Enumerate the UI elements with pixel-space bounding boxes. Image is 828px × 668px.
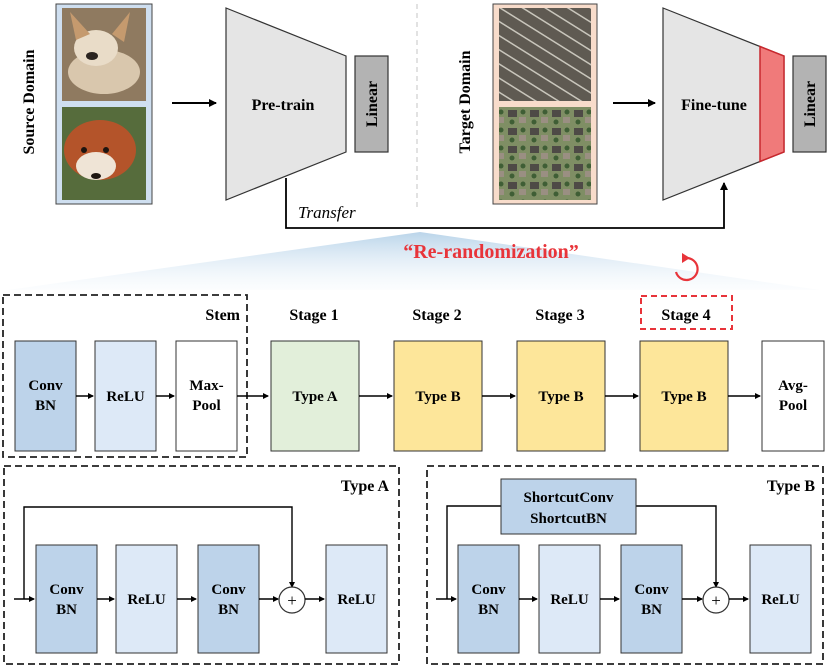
type-a-conv2-block bbox=[197, 544, 260, 654]
aerial-road-photo bbox=[499, 8, 591, 101]
linear-head-right bbox=[792, 55, 827, 153]
avg-label: Avg- bbox=[778, 378, 808, 394]
type-a-relu1-block bbox=[115, 544, 178, 654]
type-b-add-node bbox=[702, 586, 730, 614]
type-b-relu1-block bbox=[538, 544, 601, 654]
transfer-arrow bbox=[285, 178, 728, 229]
finetune-label: Fine-tune bbox=[681, 97, 747, 114]
stem-conv-label: Conv bbox=[28, 378, 63, 394]
pretrain-encoder bbox=[225, 7, 347, 201]
type-b-relu2-block bbox=[749, 544, 812, 654]
stage3-label: Stage 3 bbox=[535, 307, 584, 324]
type-b-conv1-bn: BN bbox=[478, 602, 499, 618]
type-b-conv2-bn: BN bbox=[641, 602, 662, 618]
aerial-houses-photo bbox=[499, 107, 591, 200]
type-b-relu1-label: ReLU bbox=[550, 592, 588, 608]
type-a-conv1-conv: Conv bbox=[49, 582, 84, 598]
re-randomize-rotation-icon bbox=[674, 253, 699, 282]
type-b-shortcut-out bbox=[636, 505, 719, 588]
type-b-conv2-block bbox=[620, 544, 683, 654]
linear-right-label: Linear bbox=[802, 81, 819, 127]
stem-conv-bn-block bbox=[14, 340, 77, 452]
type-a-plus: + bbox=[287, 591, 297, 610]
type-b-conv1-block bbox=[457, 544, 520, 654]
type-b-shortcut-bn-label: ShortcutBN bbox=[530, 511, 607, 527]
type-b-shortcut-block bbox=[500, 478, 637, 535]
avgpool-pool-label: Pool bbox=[779, 398, 807, 414]
type-a-conv2-bn: BN bbox=[218, 602, 239, 618]
target-domain-label: Target Domain bbox=[457, 50, 474, 153]
type-b-plus: + bbox=[711, 591, 721, 610]
type-b-conv2-conv: Conv bbox=[634, 582, 669, 598]
stage3-block-label: Type B bbox=[538, 389, 583, 405]
type-a-add-node bbox=[278, 586, 306, 614]
red-panda-photo bbox=[62, 107, 146, 200]
finetune-last-stage-highlight bbox=[759, 45, 785, 163]
type-a-skip-connection bbox=[23, 506, 295, 599]
linear-head-left bbox=[354, 55, 389, 153]
stem-pool-label: Pool bbox=[192, 398, 220, 414]
type-b-title: Type B bbox=[767, 478, 815, 495]
stem-label: Stem bbox=[205, 307, 240, 324]
stem-group bbox=[2, 294, 248, 458]
stage2-block-label: Type B bbox=[415, 389, 460, 405]
source-domain-label: Source Domain bbox=[21, 49, 38, 154]
stage2-label: Stage 2 bbox=[412, 307, 461, 324]
pretrain-label: Pre-train bbox=[252, 97, 315, 114]
stage4-type-b-block bbox=[639, 340, 729, 452]
type-a-title: Type A bbox=[341, 478, 390, 495]
stage4-highlight-box bbox=[640, 295, 733, 330]
type-a-relu2-label: ReLU bbox=[337, 592, 375, 608]
stage1-block-label: Type A bbox=[292, 389, 337, 405]
type-a-relu2-block bbox=[325, 544, 388, 654]
stage2-type-b-block bbox=[393, 340, 483, 452]
stage4-label: Stage 4 bbox=[661, 307, 710, 324]
transfer-label: Transfer bbox=[298, 203, 356, 222]
stem-bn-label: BN bbox=[35, 398, 56, 414]
linear-left-label: Linear bbox=[364, 81, 381, 127]
type-b-relu2-label: ReLU bbox=[761, 592, 799, 608]
stem-relu-block bbox=[94, 340, 157, 452]
avgpool-block bbox=[761, 340, 825, 452]
type-b-conv1-conv: Conv bbox=[471, 582, 506, 598]
rerandomization-label: “Re-randomization” bbox=[403, 241, 579, 263]
type-a-conv2-conv: Conv bbox=[211, 582, 246, 598]
rerandomization-beam bbox=[8, 232, 820, 290]
dog-photo bbox=[62, 8, 146, 101]
stem-maxpool-block bbox=[175, 340, 238, 452]
stem-max-label: Max- bbox=[189, 378, 223, 394]
type-a-conv1-block bbox=[35, 544, 98, 654]
type-b-group bbox=[426, 465, 824, 665]
type-a-relu1-label: ReLU bbox=[127, 592, 165, 608]
type-b-shortcut-in bbox=[446, 505, 501, 599]
type-b-shortcut-conv-label: ShortcutConv bbox=[523, 490, 614, 506]
stem-relu-label: ReLU bbox=[106, 389, 144, 405]
stage3-type-b-block bbox=[516, 340, 606, 452]
stage4-block-label: Type B bbox=[661, 389, 706, 405]
stage1-type-a-block bbox=[270, 340, 360, 452]
type-a-conv1-bn: BN bbox=[56, 602, 77, 618]
stage1-label: Stage 1 bbox=[289, 307, 338, 324]
